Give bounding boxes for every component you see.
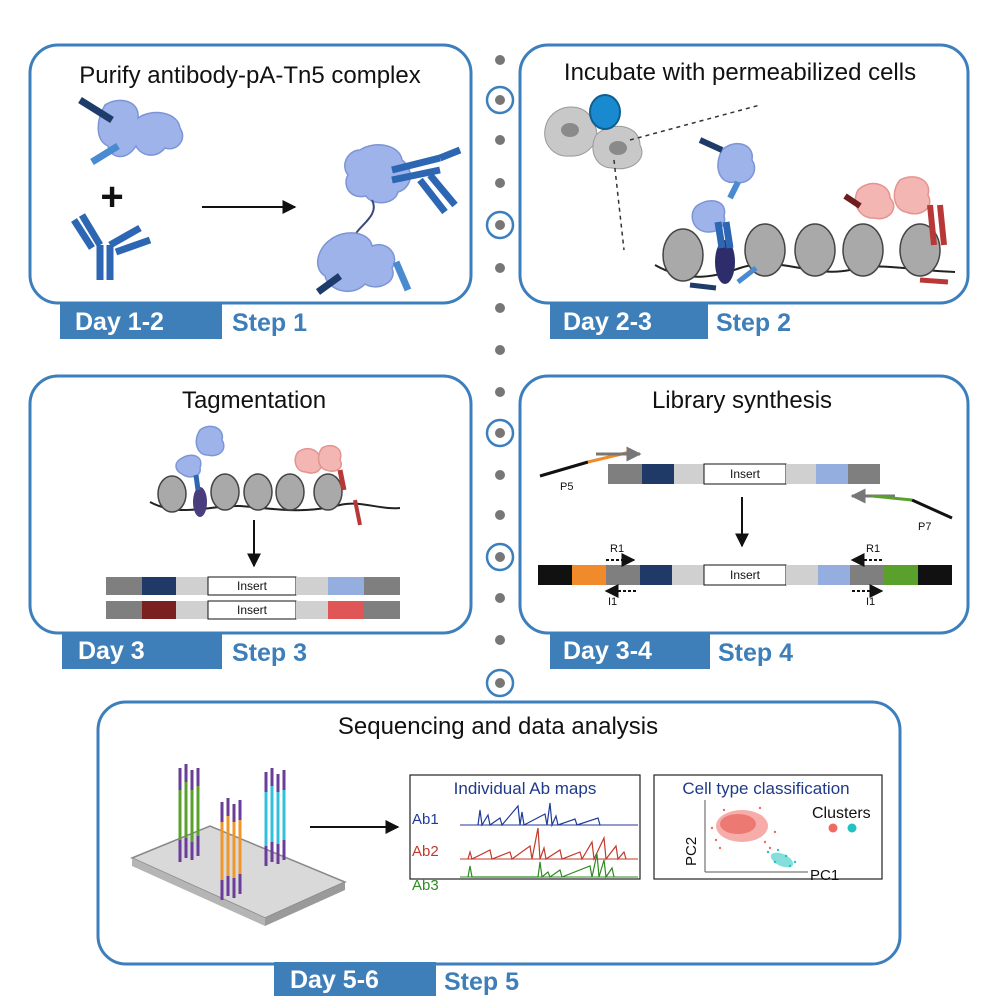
step1-title: Purify antibody-pA-Tn5 complex bbox=[79, 62, 420, 89]
pa-tn5-protein-icon bbox=[78, 97, 184, 165]
timeline bbox=[485, 55, 515, 698]
step5-panel: Sequencing and data analysis bbox=[96, 700, 902, 966]
plus-sign: + bbox=[100, 175, 123, 219]
read-primers: R1 I1 R1 I1 bbox=[604, 543, 884, 608]
i1-left-label: I1 bbox=[608, 596, 617, 608]
classification-title: Cell type classification bbox=[682, 779, 849, 798]
step5-title: Sequencing and data analysis bbox=[338, 713, 658, 740]
antibody-icon bbox=[71, 213, 152, 280]
antibody-pa-tn5-complex-icon bbox=[315, 144, 462, 295]
pc1-label: PC1 bbox=[810, 867, 839, 884]
step2-panel: Incubate with permeabilized cells bbox=[518, 43, 970, 305]
flow-cell-icon bbox=[130, 764, 347, 926]
insert-label: Insert bbox=[730, 467, 761, 481]
cluster-legend-cyan bbox=[847, 823, 857, 833]
insert-label: Insert bbox=[730, 568, 761, 582]
tagmentation-chromatin-icon bbox=[149, 425, 401, 526]
ab2-track bbox=[460, 827, 638, 862]
step5-day: Day 5-6 bbox=[290, 966, 379, 994]
ab2-label: Ab2 bbox=[412, 843, 439, 860]
p5-label: P5 bbox=[560, 481, 573, 493]
r1-left-label: R1 bbox=[610, 543, 624, 555]
ab-maps-box: Individual Ab maps Ab1 Ab2 Ab3 bbox=[409, 774, 641, 894]
step3-panel: Tagmentation Insert bbox=[28, 374, 473, 635]
r1-right-label: R1 bbox=[866, 543, 880, 555]
cluster-cyan-points bbox=[766, 848, 797, 868]
step5-day-badge bbox=[274, 962, 436, 996]
tagmented-fragment-1: Insert bbox=[106, 576, 400, 596]
step4-title: Library synthesis bbox=[652, 387, 832, 414]
step4-day-badge bbox=[550, 633, 710, 669]
cluster-legend-red bbox=[828, 823, 838, 833]
library-template: Insert bbox=[608, 463, 880, 485]
step5-step: Step 5 bbox=[444, 968, 519, 996]
clusters-label: Clusters bbox=[812, 805, 871, 822]
p7-label: P7 bbox=[918, 521, 931, 533]
step1-panel: Purify antibody-pA-Tn5 complex + bbox=[28, 43, 473, 305]
insert-label: Insert bbox=[237, 603, 268, 617]
step1-day: Day 1-2 bbox=[75, 308, 164, 336]
step2-step: Step 2 bbox=[716, 309, 791, 337]
chromatin-icon bbox=[654, 137, 956, 291]
permeabilized-cells-icon bbox=[544, 94, 761, 251]
ab1-track bbox=[460, 802, 638, 828]
p7-primer: P7 bbox=[850, 488, 953, 533]
ab3-label: Ab3 bbox=[412, 877, 439, 894]
cluster-red-points bbox=[710, 806, 777, 850]
step4-step: Step 4 bbox=[718, 639, 793, 667]
step3-day: Day 3 bbox=[78, 637, 145, 665]
step2-day-badge bbox=[550, 303, 708, 339]
insert-label: Insert bbox=[237, 579, 268, 593]
step2-title: Incubate with permeabilized cells bbox=[564, 59, 916, 86]
i1-right-label: I1 bbox=[866, 596, 875, 608]
ab1-label: Ab1 bbox=[412, 811, 439, 828]
step3-day-badge bbox=[62, 633, 222, 669]
ab3-track bbox=[460, 853, 638, 879]
p5-primer: P5 bbox=[539, 446, 642, 493]
ab-maps-title: Individual Ab maps bbox=[454, 779, 597, 798]
step1-step: Step 1 bbox=[232, 309, 307, 337]
final-library: Insert bbox=[538, 564, 952, 586]
step3-title: Tagmentation bbox=[182, 387, 326, 414]
step1-day-badge bbox=[60, 303, 222, 339]
step4-panel: Library synthesis P5 Insert P7 bbox=[518, 374, 970, 635]
step2-day: Day 2-3 bbox=[563, 308, 652, 336]
pc2-label: PC2 bbox=[683, 837, 700, 866]
step3-step: Step 3 bbox=[232, 639, 307, 667]
tagmented-fragment-2: Insert bbox=[106, 600, 400, 620]
step4-day: Day 3-4 bbox=[563, 637, 652, 665]
classification-box: Cell type classification Clusters PC2 PC… bbox=[653, 774, 883, 884]
